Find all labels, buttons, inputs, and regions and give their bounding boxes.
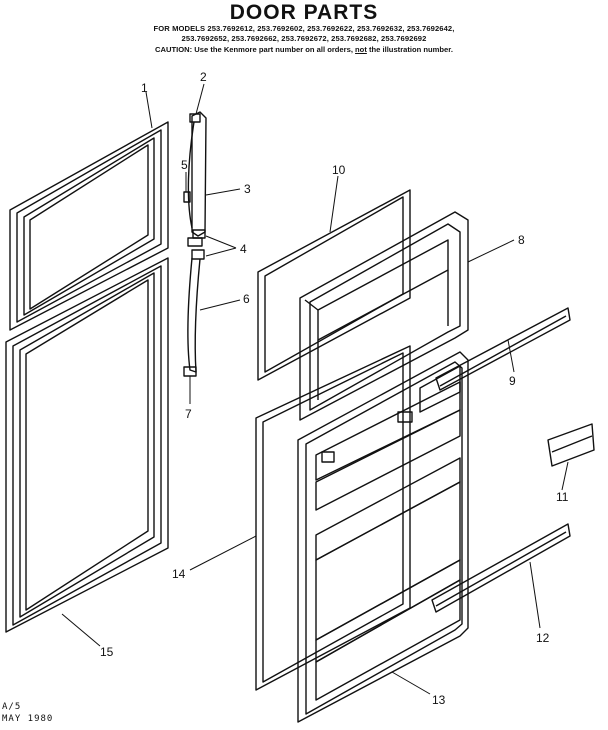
footer-date: MAY 1980: [2, 714, 54, 724]
leader-4a: [205, 235, 237, 249]
models-line-1: FOR MODELS 253.7692612, 253.7692602, 253…: [153, 24, 455, 33]
callout-14: 14: [172, 567, 186, 581]
caution-note: CAUTION: Use the Kenmore part number on …: [0, 44, 608, 55]
callout-1: 1: [141, 81, 148, 95]
part-9-shelf-rail: [435, 307, 571, 391]
callout-7: 7: [185, 407, 192, 421]
caution-suffix: the illustration number.: [366, 45, 453, 54]
callout-8: 8: [518, 233, 525, 247]
callout-12: 12: [536, 631, 550, 645]
leader-15: [61, 613, 101, 647]
part-3-upper-handle: [183, 111, 207, 247]
leader-13: [391, 671, 431, 695]
callout-3: 3: [244, 182, 251, 196]
part-13-fresh-food-door-liner: [297, 351, 469, 723]
callout-10: 10: [332, 163, 346, 177]
leader-14: [189, 535, 257, 571]
callout-15: 15: [100, 645, 114, 659]
callout-11: 11: [556, 490, 569, 504]
leader-1: [145, 91, 153, 129]
part-11-shelf-bracket: [547, 423, 595, 467]
leader-10: [329, 175, 339, 233]
callout-6: 6: [243, 292, 250, 306]
models-line-2: 253.7692652, 253.7692662, 253.7692672, 2…: [181, 34, 427, 43]
callout-2: 2: [200, 70, 207, 84]
leader-2: [195, 83, 205, 115]
caution-not: not: [355, 45, 367, 54]
leader-4b: [205, 247, 237, 257]
leader-11: [561, 461, 569, 491]
footer-code: A/5: [2, 702, 22, 712]
leader-3: [205, 188, 241, 196]
part-6-lower-handle: [183, 249, 205, 377]
page-title: DOOR PARTS: [229, 1, 379, 24]
callouts: 1 2 3 4 5 6 7 8 9 10 11 12 13 14 15: [100, 70, 569, 707]
part-8-freezer-door-liner: [299, 211, 469, 421]
callout-9: 9: [509, 374, 516, 388]
part-10-freezer-liner-gasket: [257, 189, 411, 381]
part-15-fresh-food-gasket: [5, 257, 169, 633]
leader-lines: [61, 83, 569, 695]
caution-prefix: CAUTION: Use the Kenmore part number on …: [155, 45, 356, 54]
part-12-shelf-rail: [431, 523, 571, 613]
diagram-header: DOOR PARTS FOR MODELS 253.7692612, 253.7…: [0, 2, 608, 55]
part-1-freezer-gasket: [9, 121, 169, 331]
leader-8: [467, 239, 515, 263]
leader-6: [199, 299, 241, 311]
leader-12: [529, 561, 541, 629]
callout-4: 4: [240, 242, 247, 256]
callout-13: 13: [432, 693, 446, 707]
callout-5: 5: [181, 158, 188, 172]
leader-9: [507, 339, 515, 373]
